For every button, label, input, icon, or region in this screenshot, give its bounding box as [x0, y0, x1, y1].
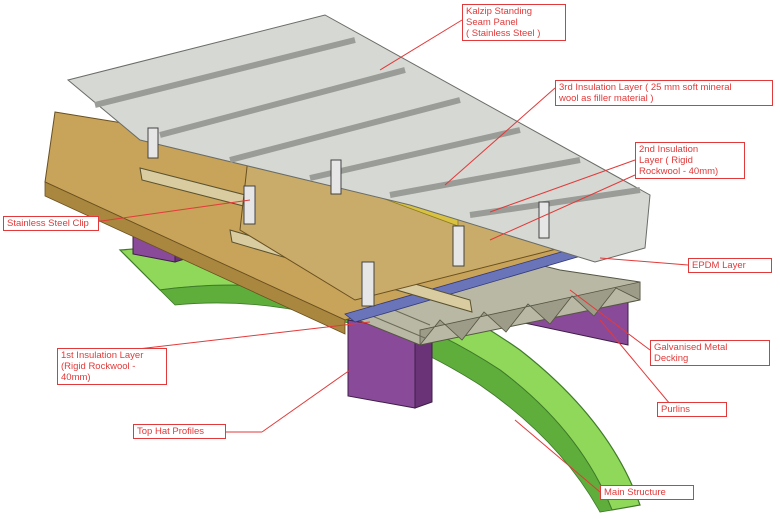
label-second-insulation: 2nd Insulation Layer ( Rigid Rockwool - …: [635, 142, 745, 179]
label-epdm-layer: EPDM Layer: [688, 258, 772, 273]
label-stainless-clip: Stainless Steel Clip: [3, 216, 99, 231]
label-third-insulation: 3rd Insulation Layer ( 25 mm soft minera…: [555, 80, 773, 106]
label-kalzip-panel: Kalzip Standing Seam Panel ( Stainless S…: [462, 4, 566, 41]
label-main-structure: Main Structure: [600, 485, 694, 500]
label-galvanised-decking: Galvanised Metal Decking: [650, 340, 770, 366]
label-top-hat-profiles: Top Hat Profiles: [133, 424, 226, 439]
leader-lines: [72, 19, 689, 493]
stainless-clips-shape: [147, 127, 550, 307]
kalzip-panel-shape: [66, 14, 651, 263]
label-purlins: Purlins: [657, 402, 727, 417]
label-first-insulation: 1st Insulation Layer (Rigid Rockwool - 4…: [57, 348, 167, 385]
